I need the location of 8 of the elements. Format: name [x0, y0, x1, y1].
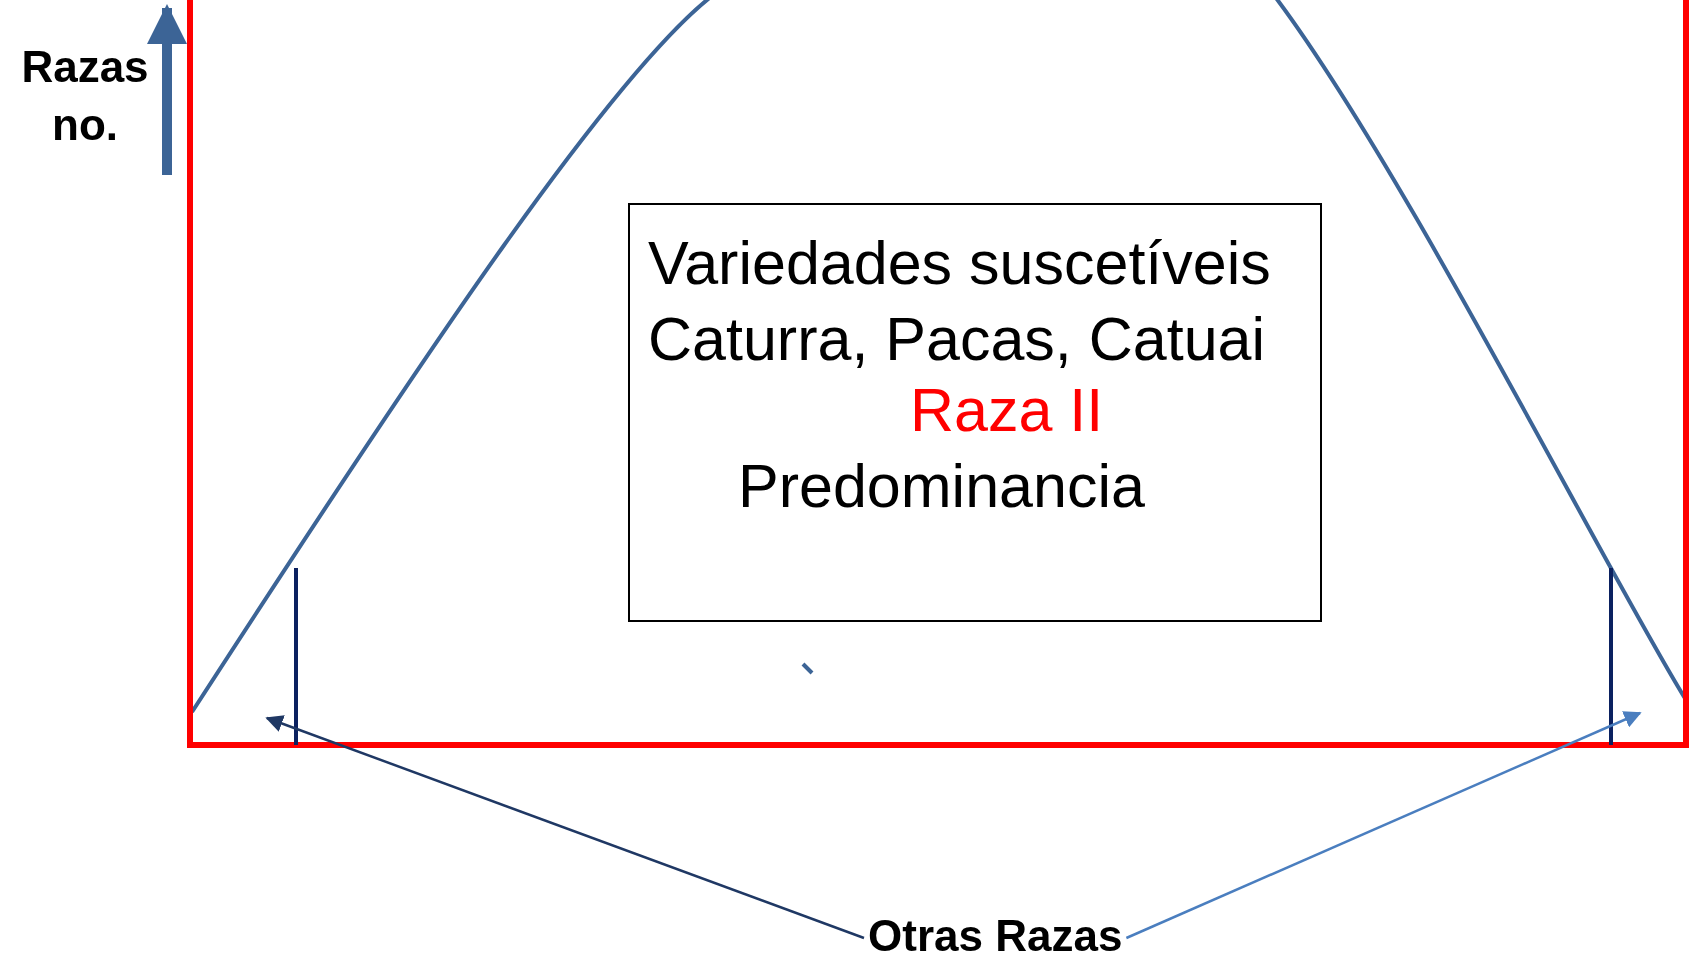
box-text: Predominancia	[738, 453, 1145, 519]
box-text: Variedades suscetíveis Caturra, Pacas, Catuai	[648, 228, 1272, 375]
axis-label: Razas no.	[20, 41, 150, 151]
text-box	[628, 203, 1322, 622]
highlight-text: Raza II	[910, 377, 1104, 443]
leader-arrow	[265, 715, 865, 940]
callout-text: Otras Razas	[868, 912, 1123, 959]
leader-arrow	[1125, 711, 1642, 940]
